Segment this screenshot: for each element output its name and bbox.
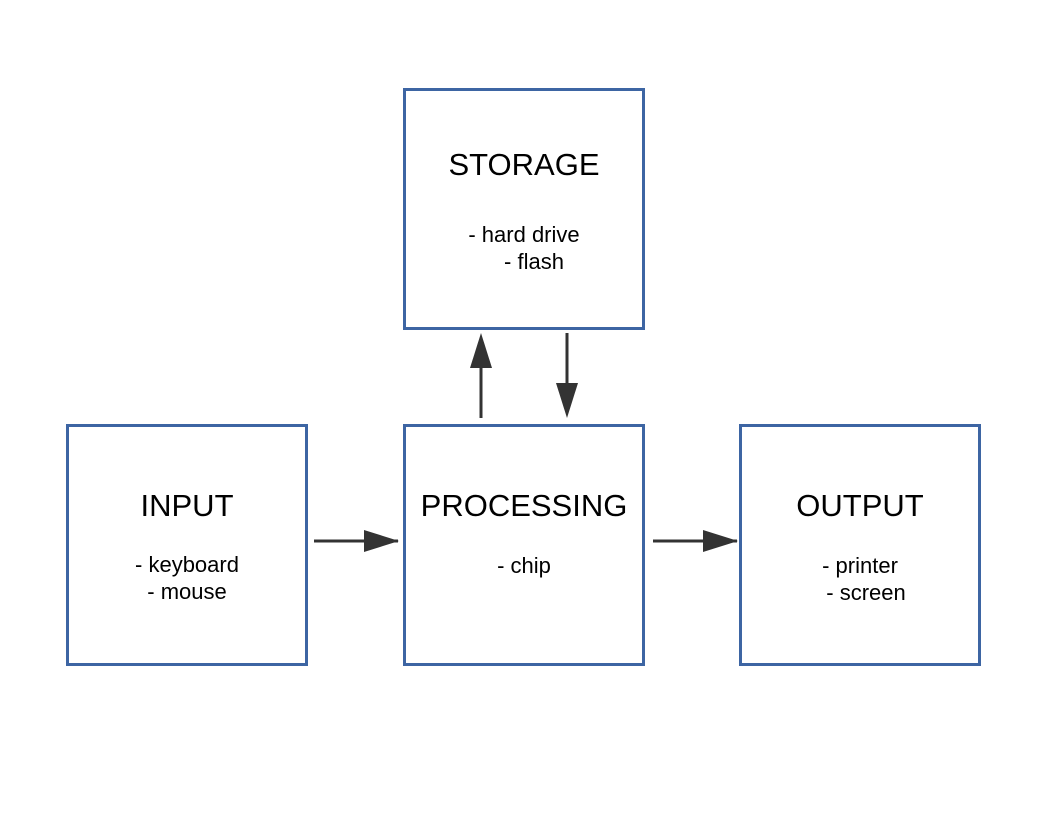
output-title: OUTPUT [796, 488, 924, 523]
input-item: - mouse [147, 579, 227, 604]
storage-box: STORAGE - hard drive - flash [403, 88, 645, 330]
processing-items: - chip [406, 552, 642, 579]
arrowhead-input-to-processing [364, 530, 399, 552]
output-item: - printer [822, 553, 898, 578]
output-item: - screen [826, 580, 906, 605]
input-box: INPUT - keyboard - mouse [66, 424, 308, 666]
storage-item: - hard drive [468, 222, 580, 247]
processing-box: PROCESSING - chip [403, 424, 645, 666]
arrowhead-processing-to-output [703, 530, 738, 552]
output-items: - printer - screen [742, 552, 978, 606]
input-items: - keyboard - mouse [69, 551, 305, 605]
storage-item: - flash [504, 249, 564, 274]
input-title: INPUT [140, 488, 234, 523]
processing-title: PROCESSING [420, 488, 628, 523]
arrowhead-storage-to-processing [556, 383, 578, 418]
input-item: - keyboard [135, 552, 239, 577]
output-box: OUTPUT - printer - screen [739, 424, 981, 666]
storage-items: - hard drive - flash [406, 221, 642, 275]
storage-title: STORAGE [448, 147, 600, 182]
arrowhead-processing-to-storage [470, 333, 492, 368]
processing-item: - chip [497, 553, 551, 578]
